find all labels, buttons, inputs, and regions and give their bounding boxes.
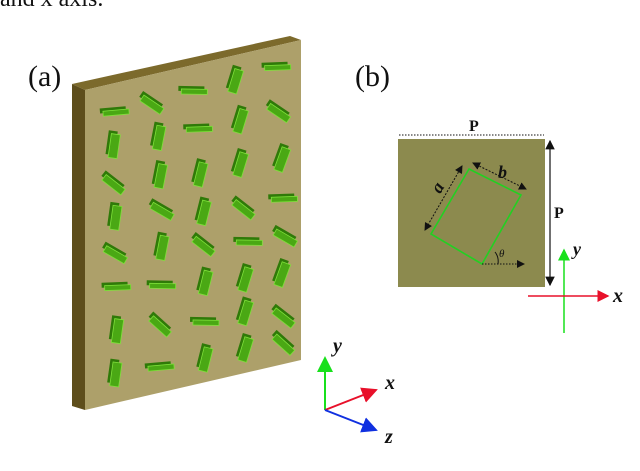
brick xyxy=(265,99,292,124)
brick xyxy=(191,158,209,188)
x-axis-arrow xyxy=(324,387,378,411)
substrate-top-edge xyxy=(72,36,301,90)
unit-cell-substrate xyxy=(398,139,545,287)
brick xyxy=(189,316,220,326)
angle-arc xyxy=(494,251,499,265)
x-axis-label: x xyxy=(384,372,395,394)
brick xyxy=(148,198,175,221)
metasurface-3d xyxy=(72,36,301,410)
brick xyxy=(233,236,263,246)
label-b: b xyxy=(498,162,507,182)
brick xyxy=(235,263,254,293)
brick xyxy=(272,142,292,173)
brick xyxy=(194,196,212,227)
brick xyxy=(196,343,214,373)
brick xyxy=(183,123,213,133)
brick xyxy=(230,148,249,178)
brick xyxy=(107,201,123,231)
brick xyxy=(107,358,123,388)
panel-b-label: (b) xyxy=(355,60,390,93)
brick xyxy=(271,329,296,356)
brick xyxy=(153,231,170,261)
y-axis-label: y xyxy=(331,335,342,357)
brick xyxy=(102,241,129,265)
brick xyxy=(196,266,214,297)
brick xyxy=(231,195,256,221)
brick xyxy=(101,281,132,291)
brick xyxy=(108,315,125,345)
substrate-side-edge xyxy=(72,84,85,410)
brick xyxy=(144,361,175,372)
brick xyxy=(235,333,254,363)
x-axis-label-2d: x xyxy=(612,285,623,307)
brick xyxy=(272,257,292,288)
period-label-top: P xyxy=(469,118,479,135)
z-axis-label: z xyxy=(384,426,393,448)
brick xyxy=(151,160,168,190)
brick xyxy=(150,121,167,151)
brick xyxy=(99,106,130,117)
brick xyxy=(191,232,216,258)
period-label-right: P xyxy=(554,205,564,222)
brick xyxy=(271,303,296,329)
brick xyxy=(268,193,298,203)
brick xyxy=(261,61,292,71)
brick xyxy=(230,104,249,135)
panel-a-label: (a) xyxy=(28,60,61,93)
brick xyxy=(235,296,254,327)
caption-fragment: and x axis. xyxy=(0,0,103,13)
brick xyxy=(146,280,177,290)
axis-triad-2d: y x xyxy=(528,239,623,333)
brick xyxy=(148,311,172,338)
dimension-a xyxy=(424,165,463,231)
y-axis-label-2d: y xyxy=(571,239,582,259)
z-axis-arrow xyxy=(324,409,378,433)
brick xyxy=(178,85,208,95)
brick xyxy=(272,224,299,248)
axis-triad-3d: y x z xyxy=(317,335,395,448)
dimension-b xyxy=(472,162,527,190)
brick xyxy=(225,64,244,95)
angle-label: θ xyxy=(499,248,505,260)
unit-cell-2d: P P a b θ xyxy=(398,118,564,287)
brick xyxy=(105,130,121,160)
brick xyxy=(139,90,165,115)
brick xyxy=(101,170,126,196)
brick-array xyxy=(99,61,299,388)
